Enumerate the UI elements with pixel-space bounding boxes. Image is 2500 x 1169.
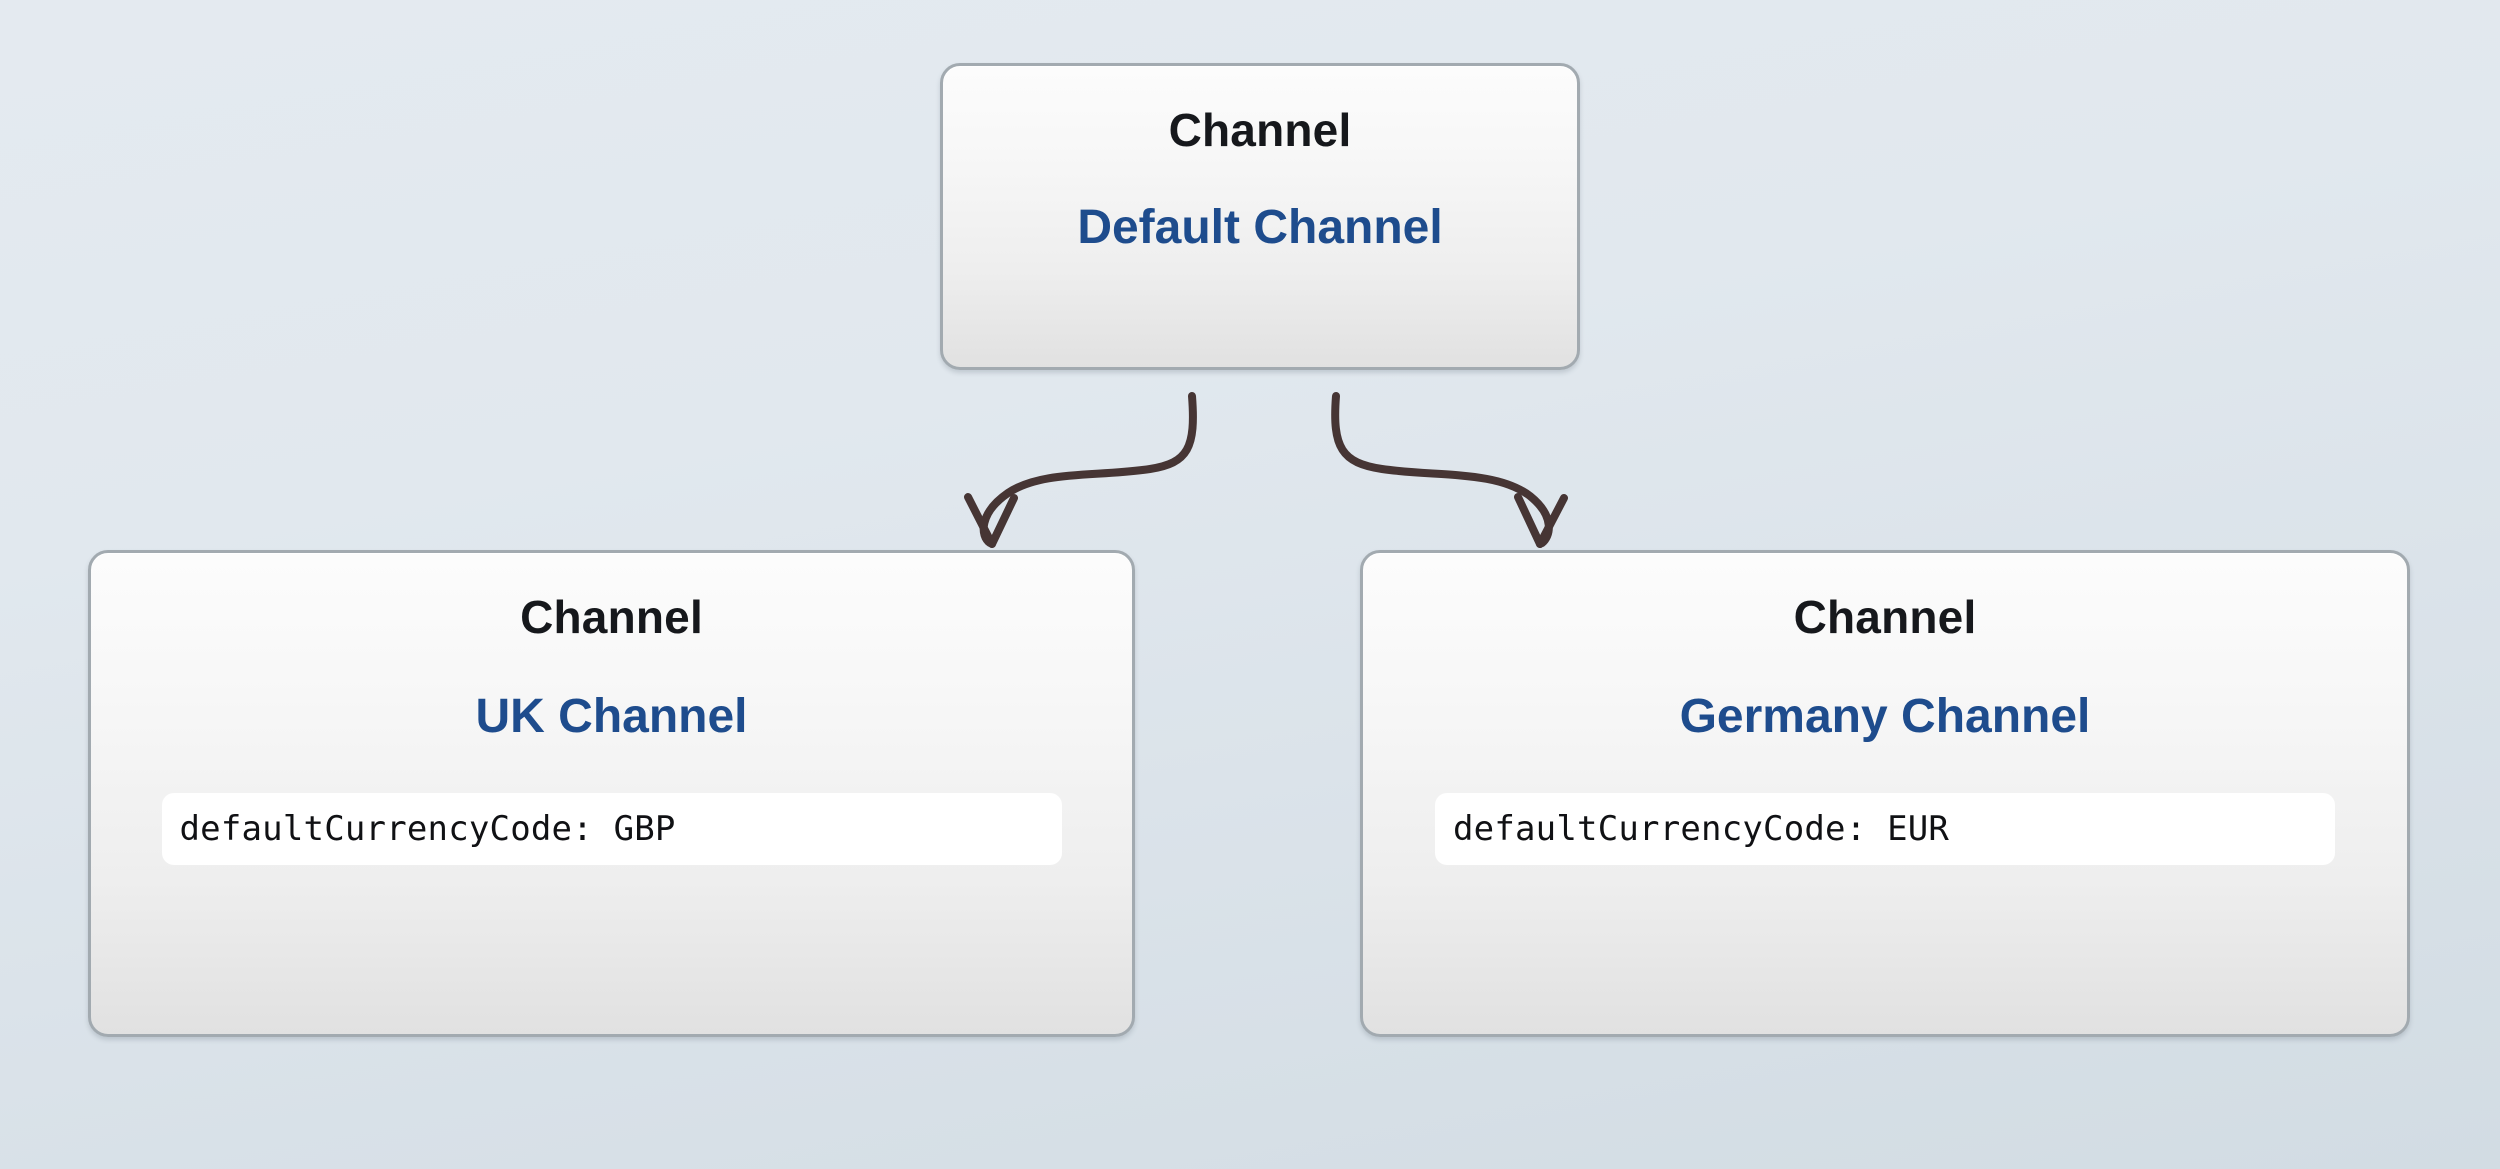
edge-root-to-germany xyxy=(1331,392,1553,547)
node-uk-channel[interactable]: Channel UK Channel defaultCurrencyCode: … xyxy=(88,550,1135,1037)
node-property-chip: defaultCurrencyCode: GBP xyxy=(161,793,1062,865)
node-default-channel[interactable]: Channel Default Channel xyxy=(940,63,1580,370)
edge-root-to-germany-arrowhead xyxy=(1514,493,1544,548)
node-title-label: Germany Channel xyxy=(1679,690,2091,743)
edge-root-to-uk-arrowhead-2 xyxy=(988,494,1018,548)
node-type-label: Channel xyxy=(520,591,703,643)
node-property-chip: defaultCurrencyCode: EUR xyxy=(1435,793,2335,865)
edge-root-to-germany-arrowhead-2 xyxy=(1536,494,1568,548)
node-germany-channel[interactable]: Channel Germany Channel defaultCurrencyC… xyxy=(1360,550,2410,1037)
edge-root-to-uk xyxy=(979,392,1197,547)
node-title-label: Default Channel xyxy=(1077,201,1443,254)
node-type-label: Channel xyxy=(1168,104,1352,156)
edge-root-to-uk-arrowhead xyxy=(964,493,996,548)
node-type-label: Channel xyxy=(1793,591,1977,643)
node-title-label: UK Channel xyxy=(475,690,748,743)
